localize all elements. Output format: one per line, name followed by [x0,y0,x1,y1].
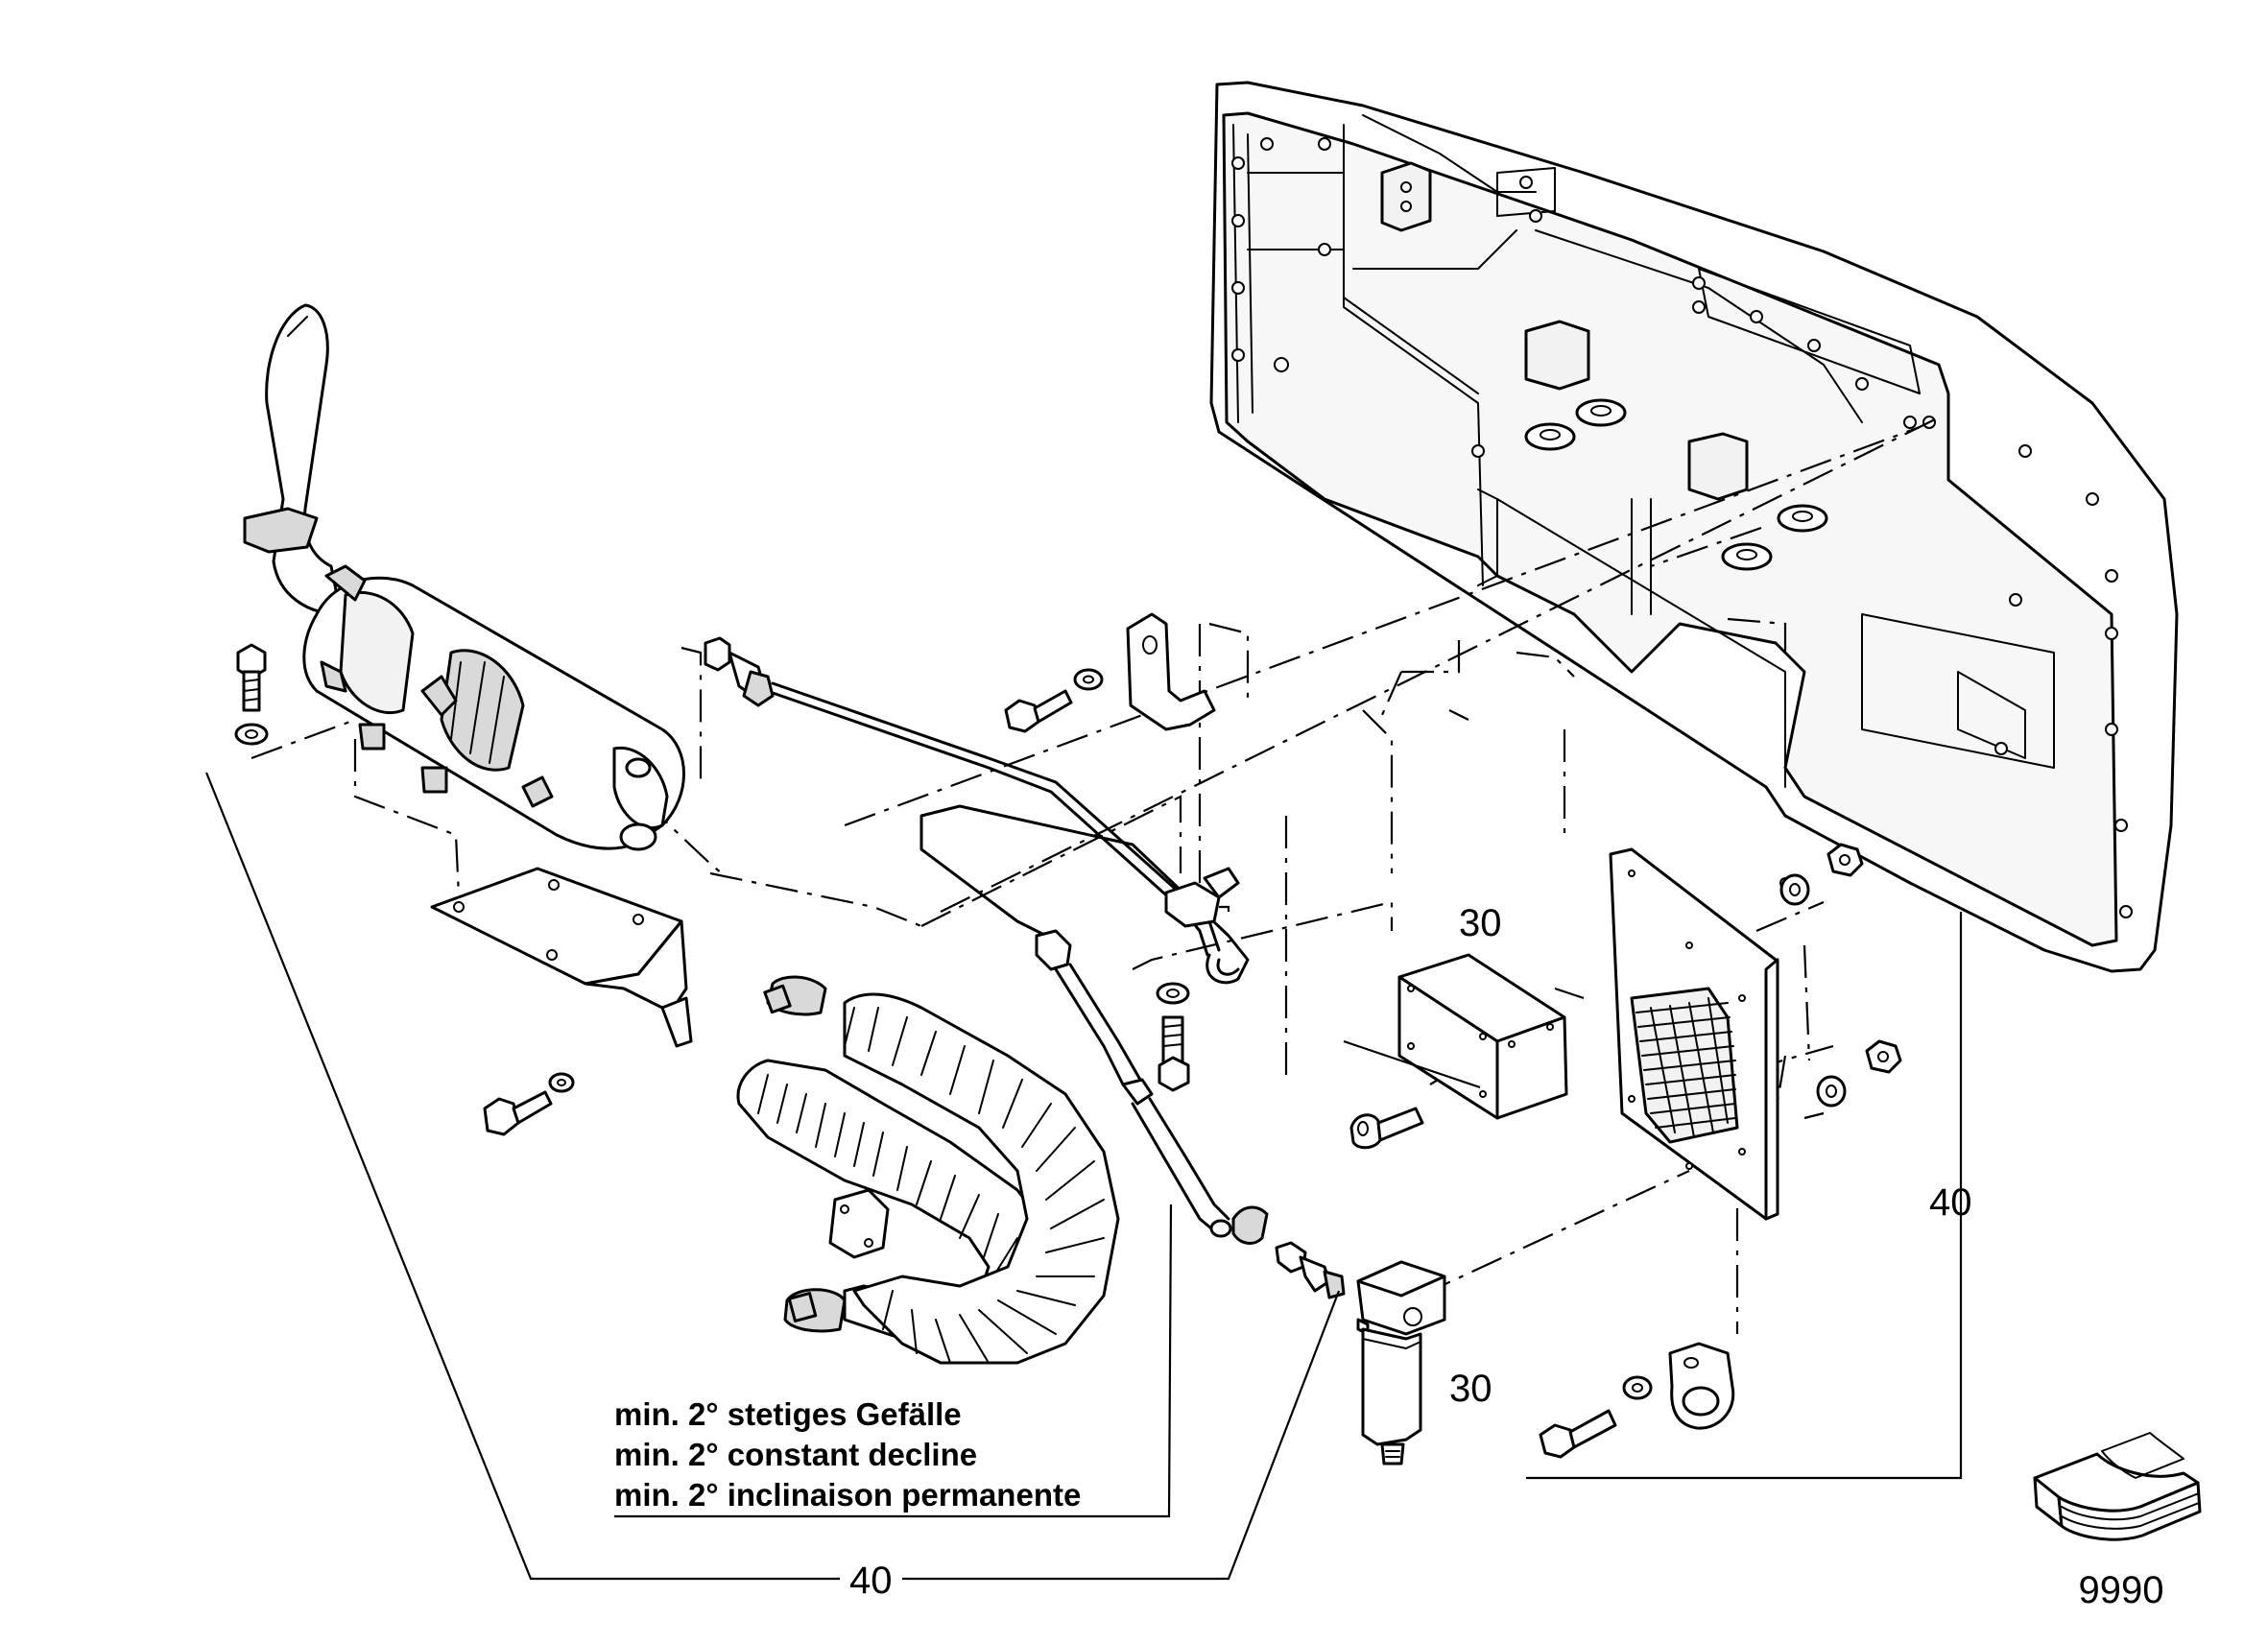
callout-labels: 30 30 40 40 [849,902,1972,1602]
fuel-pipe-assembly [704,636,1346,1299]
frame-holes [1231,137,2133,918]
flexible-hose-assembly [736,975,1120,1365]
washer-nut-lower [1816,1039,1902,1108]
bolt-bracket [1004,668,1104,733]
note-german: min. 2° stetiges Gefälle [614,1396,962,1432]
bolt-lower-right [1539,1375,1653,1459]
doc-number: 9990 [2079,1569,2164,1611]
open-book-icon [2033,1432,2202,1541]
cap-screw [1349,1107,1424,1150]
note-french: min. 2° inclinaison permanente [614,1477,1081,1513]
p-clip [1668,1342,1735,1430]
l-bracket [1126,612,1216,731]
installation-note: min. 2° stetiges Gefälle min. 2° constan… [614,1396,1081,1513]
support-plate [430,867,693,1048]
exhaust-silencer-assembly [243,303,685,851]
control-box [1397,953,1568,1120]
bolt-vertical-center [1156,982,1190,1092]
note-english: min. 2° constant decline [614,1437,977,1472]
base-frame [1209,81,2179,973]
label-part-30-lower: 30 [1449,1368,1492,1410]
washer-nut-upper [1779,843,1864,906]
grille-plate [1609,847,1779,1221]
label-part-40-bottom: 40 [849,1560,893,1602]
label-part-30-upper: 30 [1459,902,1502,944]
leader-lines [204,772,1963,1581]
fuel-filter [1356,1260,1446,1465]
bolt-left-lower [483,1072,575,1136]
bolt-left-upper [234,643,269,746]
label-part-40-right: 40 [1929,1181,1972,1224]
